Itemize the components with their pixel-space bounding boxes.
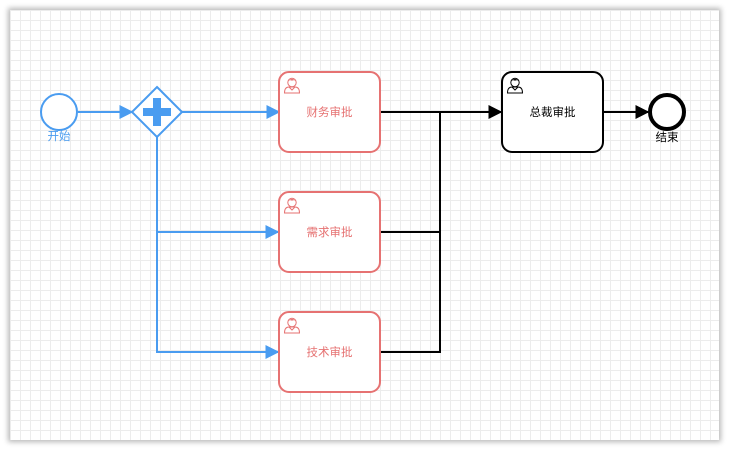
- task-finance-label: 财务审批: [307, 105, 353, 119]
- start-event-label: 开始: [48, 129, 71, 143]
- parallel-gateway[interactable]: [130, 85, 184, 139]
- task-tech-approval[interactable]: 技术审批: [278, 311, 381, 393]
- plus-icon: [143, 98, 171, 126]
- task-ceo-label: 总裁审批: [530, 105, 576, 119]
- end-event-label: 结束: [656, 130, 679, 144]
- flow-gateway-demand[interactable]: [156, 137, 280, 239]
- task-ceo-approval[interactable]: 总裁审批: [501, 71, 604, 153]
- start-event[interactable]: 开始: [40, 93, 78, 143]
- end-event[interactable]: 结束: [648, 93, 686, 144]
- task-demand-label: 需求审批: [307, 225, 353, 239]
- process-canvas[interactable]: 开始 财务审批 需求审批 技术审批 总裁审批 结束: [10, 10, 719, 440]
- flow-tech-ceo[interactable]: [380, 232, 441, 353]
- task-demand-approval[interactable]: 需求审批: [278, 191, 381, 273]
- task-finance-approval[interactable]: 财务审批: [278, 71, 381, 153]
- bpmn-diagram: 开始 财务审批 需求审批 技术审批 总裁审批 结束: [40, 71, 686, 393]
- flow-demand-ceo[interactable]: [380, 112, 441, 233]
- flow-gateway-tech[interactable]: [156, 232, 280, 359]
- task-tech-label: 技术审批: [307, 345, 353, 359]
